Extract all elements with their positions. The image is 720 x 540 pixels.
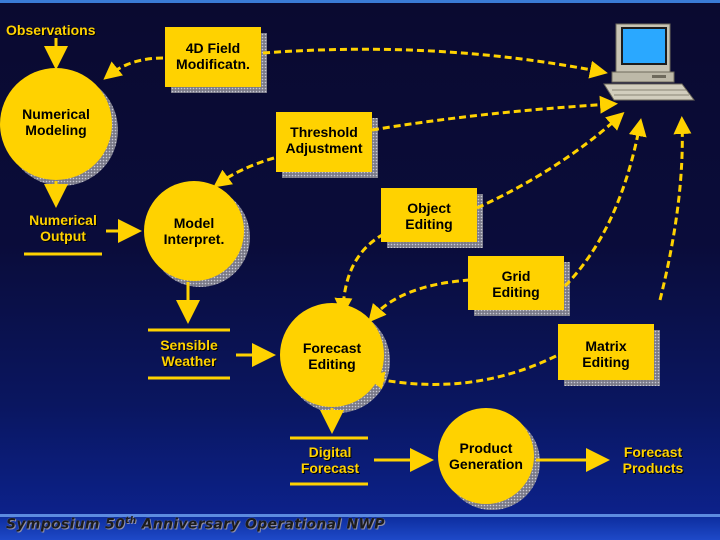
underlines: [24, 252, 368, 486]
computer-workstation-icon: [603, 23, 695, 101]
footer-text: Symposium 50th Anniversary Operational N…: [6, 516, 385, 533]
node-model-interpret-circle: [144, 181, 244, 281]
node-model-interpret: Model Interpret.: [163, 215, 225, 247]
node-4d-field-modification: 4D Field Modificatn.: [176, 40, 250, 72]
node-matrix-editing-box: [558, 324, 654, 380]
node-observations: Observations: [6, 22, 96, 38]
node-grid-editing-box: [468, 256, 564, 310]
solid-arrows: [44, 38, 610, 472]
node-matrix-editing: Matrix Editing: [582, 338, 630, 370]
node-forecast-editing: Forecast Editing: [302, 340, 362, 372]
node-threshold-box: [276, 112, 372, 172]
node-sensible-weather: Sensible Weather: [160, 337, 218, 369]
node-shapes: [0, 27, 654, 504]
node-grid-editing: Grid Editing: [492, 268, 540, 300]
node-threshold-adjustment: Threshold Adjustment: [285, 124, 363, 156]
node-object-editing-box: [381, 188, 477, 242]
node-product-generation-circle: [438, 408, 534, 504]
dashed-arrows: [103, 47, 692, 390]
node-numerical-modeling: Numerical Modeling: [22, 106, 90, 138]
node-digital-forecast: Digital Forecast: [300, 444, 360, 476]
node-forecast-products: Forecast Products: [622, 444, 684, 476]
node-forecast-editing-circle: [280, 303, 384, 407]
node-4d-field-box: [165, 27, 261, 87]
node-object-editing: Object Editing: [405, 200, 453, 232]
node-product-generation: Product Generation: [449, 440, 523, 472]
top-accent-line: [0, 0, 720, 3]
node-numerical-output: Numerical Output: [29, 212, 97, 244]
footer-bar: [0, 514, 720, 540]
node-numerical-modeling-circle: [0, 68, 112, 180]
